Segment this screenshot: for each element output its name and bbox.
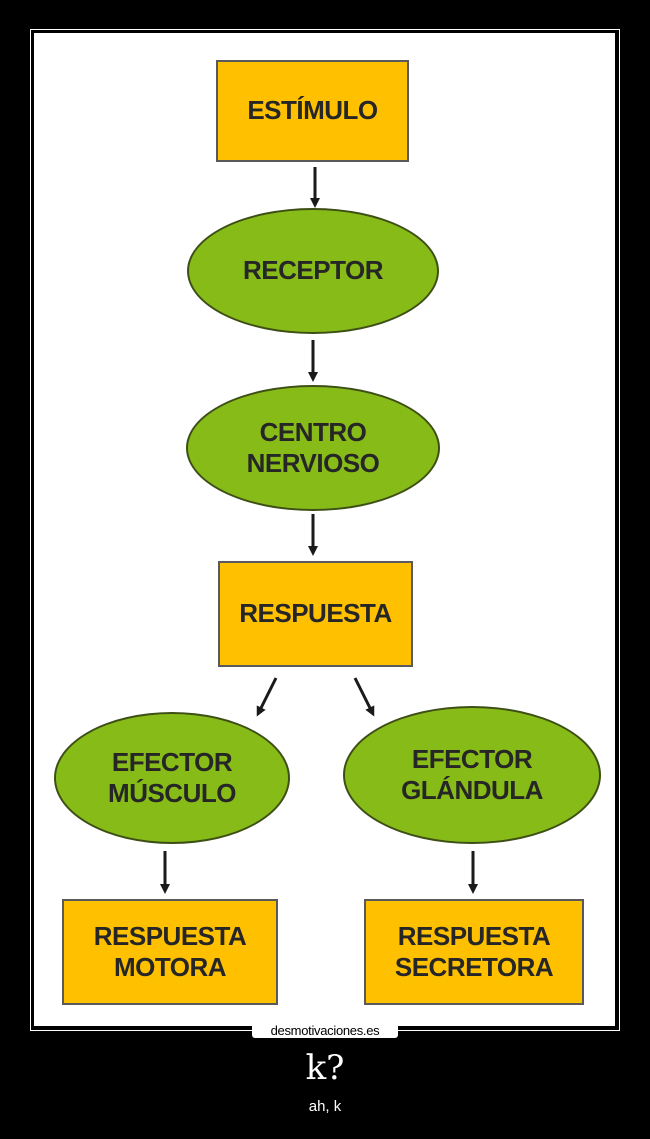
- arrow-respuesta-musculo: [256, 677, 278, 717]
- node-efector-musculo-line-1: EFECTOR: [111, 746, 233, 777]
- node-receptor: RECEPTOR: [187, 208, 439, 334]
- node-respuesta-motora: RESPUESTA MOTORA: [62, 899, 278, 1005]
- node-efector-glandula: EFECTOR GLÁNDULA: [343, 706, 601, 844]
- diagram-panel: [34, 33, 615, 1026]
- poster-caption: k?: [305, 1048, 345, 1088]
- node-respuesta-label: RESPUESTA: [239, 598, 392, 629]
- node-respuesta-motora-line-1: RESPUESTA: [93, 920, 247, 951]
- node-efector-glandula-line-2: GLÁNDULA: [401, 775, 543, 805]
- arrow-respuesta-glandula: [353, 677, 375, 717]
- node-centro-nervioso-line-1: CENTRO: [259, 416, 367, 447]
- node-efector-musculo: EFECTOR MÚSCULO: [54, 712, 290, 844]
- node-respuesta-motora-line-2: MOTORA: [113, 952, 227, 982]
- node-efector-glandula-line-1: EFECTOR: [411, 743, 533, 774]
- node-estimulo-label: ESTÍMULO: [247, 95, 378, 126]
- node-centro-nervioso-line-2: NERVIOSO: [246, 448, 380, 478]
- node-respuesta-secretora-line-1: RESPUESTA: [397, 920, 551, 951]
- node-efector-musculo-line-2: MÚSCULO: [108, 778, 236, 808]
- node-respuesta-secretora-line-2: SECRETORA: [394, 952, 554, 982]
- node-centro-nervioso: CENTRO NERVIOSO: [186, 385, 440, 511]
- node-estimulo: ESTÍMULO: [216, 60, 409, 162]
- site-watermark: desmotivaciones.es: [252, 1022, 398, 1038]
- node-respuesta: RESPUESTA: [218, 561, 413, 667]
- poster-subcaption: ah, k: [308, 1098, 342, 1115]
- node-respuesta-secretora: RESPUESTA SECRETORA: [364, 899, 584, 1005]
- node-receptor-label: RECEPTOR: [243, 255, 384, 286]
